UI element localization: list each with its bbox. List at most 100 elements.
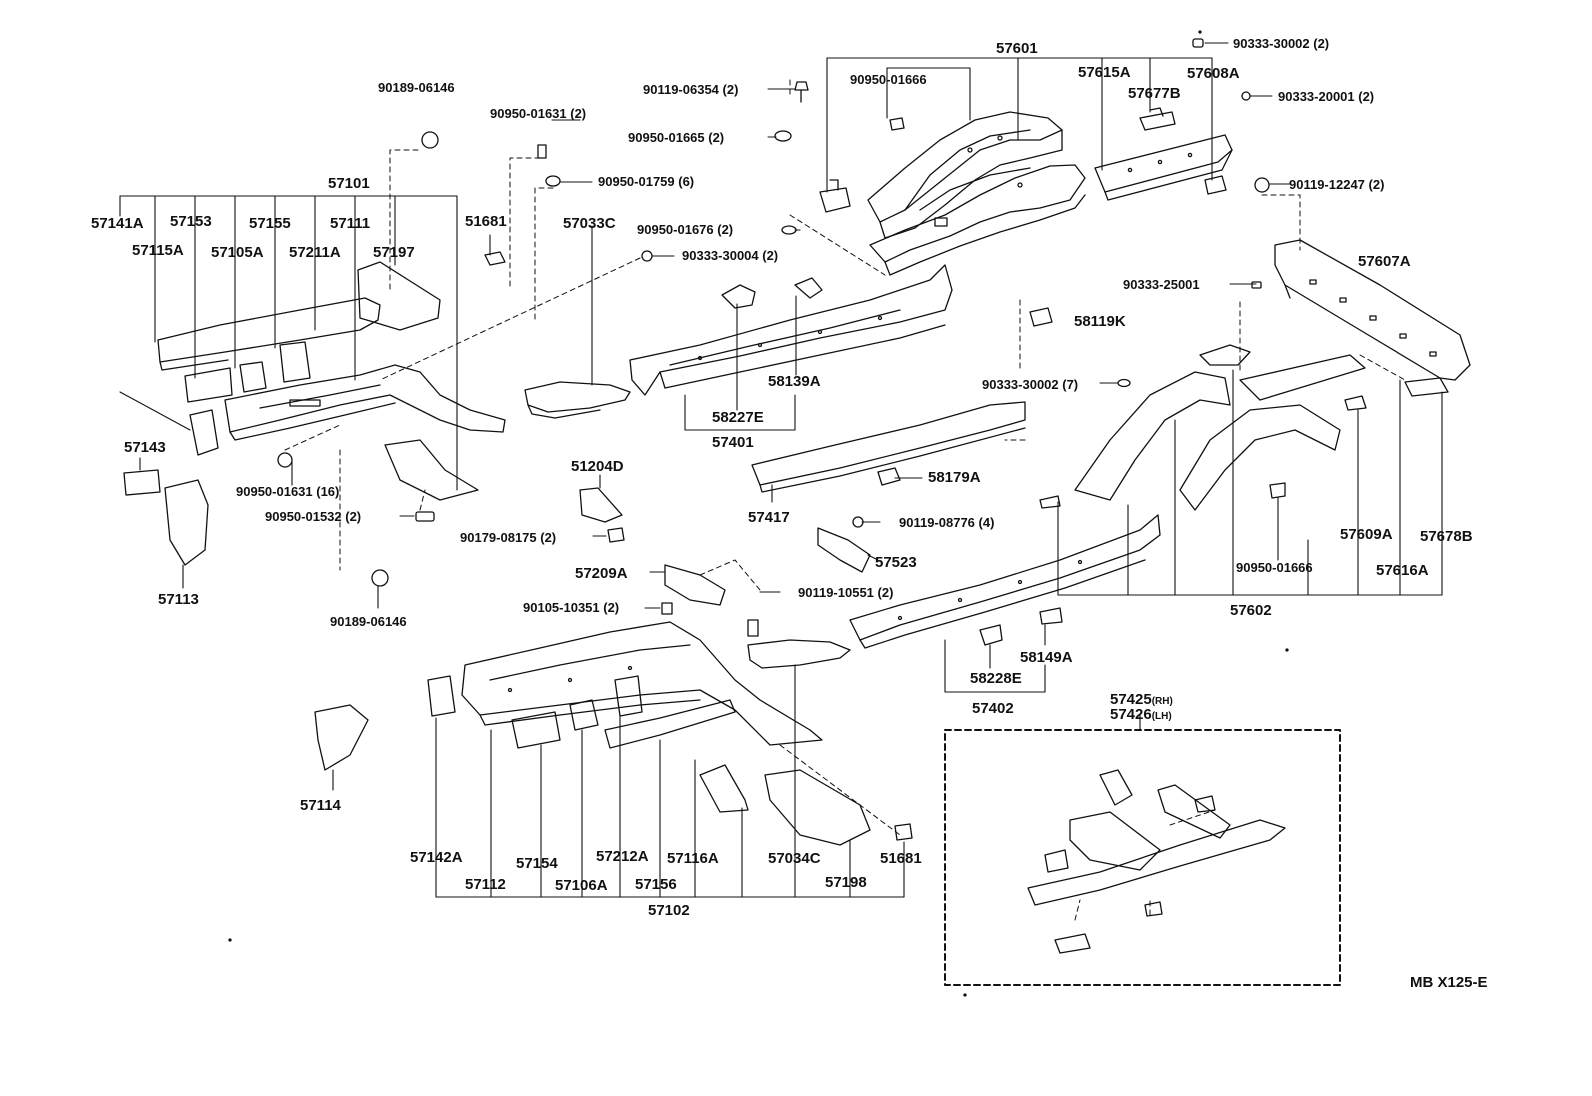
part-57678B-drawing: [1404, 377, 1449, 397]
part-57609A-drawing: [1344, 395, 1367, 411]
part-57417-drawing: [751, 401, 1026, 493]
label-57153: 57153: [170, 213, 212, 230]
label-58139A: 58139A: [768, 373, 821, 390]
label-57034C: 57034C: [768, 850, 821, 867]
label-90950-01759: 90950-01759 (6): [598, 174, 695, 189]
label-57402: 57402: [972, 700, 1014, 717]
cap-90333-30004-drawing: [641, 250, 653, 262]
label-57523: 57523: [875, 554, 917, 571]
label-90179-08175: 90179-08175 (2): [460, 530, 557, 545]
label-90950-01631-16: 90950-01631 (16): [236, 484, 340, 499]
label-90333-20001: 90333-20001 (2): [1278, 89, 1375, 104]
nut-90179-08175-drawing: [607, 527, 625, 543]
part-57615-bracket-drawing: [1199, 344, 1251, 366]
plug-90950-01666-drawing: [889, 117, 905, 131]
label-57602: 57602: [1230, 602, 1272, 619]
part-58139A-drawing: [794, 277, 823, 299]
label-57141A: 57141A: [91, 215, 144, 232]
label-90119-12247: 90119-12247 (2): [1289, 177, 1385, 192]
bolt-90119-06354-drawing: [794, 81, 809, 103]
part-57156-drawing: [604, 699, 736, 749]
label-57111: 57111: [330, 215, 371, 232]
part-57111-drawing: [384, 439, 479, 501]
part-57115A-drawing: [157, 297, 381, 371]
part-57212A-drawing: [614, 675, 643, 717]
label-57114: 57114: [300, 797, 341, 814]
clip-left-57602-drawing: [1039, 495, 1061, 509]
bolt-90119-10551-drawing: [747, 619, 759, 637]
label-57615A: 57615A: [1078, 64, 1131, 81]
dashed-connectors: [284, 79, 1406, 921]
label-90119-06354: 90119-06354 (2): [643, 82, 739, 97]
part-58228E-drawing: [979, 624, 1003, 646]
part-57113-drawing: [164, 479, 209, 566]
bolt-90105-10351-drawing: [661, 602, 673, 615]
label-57198: 57198: [825, 874, 867, 891]
label-57155: 57155: [249, 215, 291, 232]
part-58149A-drawing: [1039, 607, 1063, 625]
label-58228E: 58228E: [970, 670, 1022, 687]
part-57143-drawing: [123, 469, 161, 496]
part-57034C-drawing: [747, 639, 851, 669]
label-57113: 57113: [158, 591, 199, 608]
label-57607A: 57607A: [1358, 253, 1411, 270]
part-57677B-drawing: [1139, 107, 1176, 131]
plug-90950-01665-drawing: [774, 130, 792, 142]
label-57616A: 57616A: [1376, 562, 1429, 579]
part-57033C-drawing: [524, 381, 631, 419]
label-51681-top: 51681: [465, 213, 507, 230]
label-57425: 57425(RH): [1110, 691, 1173, 708]
part-57211A-drawing: [279, 341, 311, 383]
part-57401-drawing: [629, 264, 953, 396]
label-57211A: 57211A: [289, 244, 341, 261]
cap-90333-25001-drawing: [1251, 281, 1262, 289]
label-57105A: 57105A: [211, 244, 264, 261]
label-57426: 57426(LH): [1110, 706, 1172, 723]
diagram-code: MB X125-E: [1410, 974, 1488, 991]
label-90333-30002-2: 90333-30002 (2): [1233, 36, 1330, 51]
part-57607A-drawing: [1274, 239, 1471, 381]
label-90105-10351: 90105-10351 (2): [523, 600, 620, 615]
part-58179A-drawing: [877, 467, 901, 486]
label-51681-bottom: 51681: [880, 850, 922, 867]
label-57212A: 57212A: [596, 848, 649, 865]
part-57198-drawing: [764, 769, 871, 846]
part-57209A-drawing: [664, 564, 726, 606]
part-51204D-drawing: [579, 487, 623, 523]
cap-90333-30002-drawing: [1192, 38, 1204, 48]
label-57677B: 57677B: [1128, 85, 1181, 102]
part-57153-drawing: [184, 367, 233, 403]
part-57114-drawing: [314, 704, 369, 771]
part-58227E-drawing: [721, 284, 756, 309]
label-90950-01631-2: 90950-01631 (2): [490, 106, 587, 121]
part-51681-top-drawing: [484, 251, 506, 266]
label-57608A: 57608A: [1187, 65, 1240, 82]
part-51681-bottom-drawing: [894, 823, 913, 841]
label-90950-01665: 90950-01665 (2): [628, 130, 725, 145]
label-57417: 57417: [748, 509, 790, 526]
plug-90950-01676-drawing: [781, 225, 797, 235]
label-57154: 57154: [516, 855, 558, 872]
label-90189-06146-bottom: 90189-06146: [330, 614, 407, 629]
label-57143: 57143: [124, 439, 166, 456]
plug-90950-01532-drawing: [415, 511, 435, 522]
part-57601-drawing: [867, 111, 1086, 276]
part-57602-drawing: [849, 354, 1366, 649]
label-58179A: 58179A: [928, 469, 981, 486]
part-57102-drawing: [461, 621, 823, 746]
part-57141A-drawing: [189, 409, 219, 456]
label-90950-01666-right: 90950-01666: [1236, 560, 1313, 575]
label-57142A: 57142A: [410, 849, 463, 866]
label-57101: 57101: [328, 175, 370, 192]
label-57116A: 57116A: [667, 850, 719, 867]
label-90950-01676: 90950-01676 (2): [637, 222, 734, 237]
label-57209A: 57209A: [575, 565, 628, 582]
label-57033C: 57033C: [563, 215, 616, 232]
part-57142A-drawing: [427, 675, 456, 717]
label-58119K: 58119K: [1074, 313, 1126, 330]
part-57608A-drawing: [1204, 175, 1227, 195]
label-57601: 57601: [996, 40, 1038, 57]
label-57197: 57197: [373, 244, 415, 261]
